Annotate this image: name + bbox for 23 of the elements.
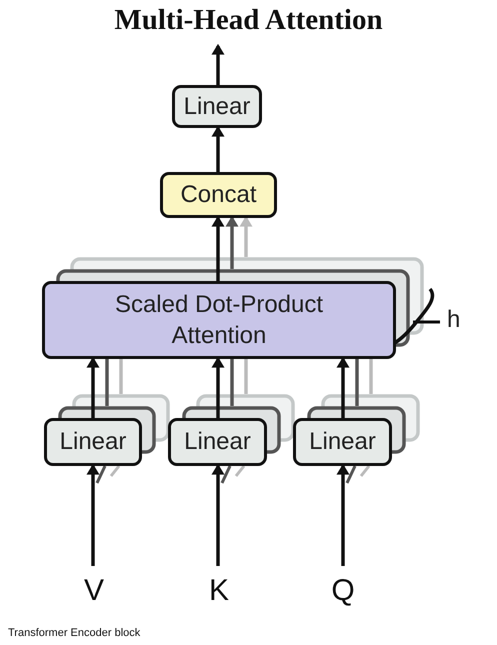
linear-layer-box: Linear bbox=[172, 85, 262, 128]
arrow bbox=[212, 464, 224, 566]
arrow bbox=[226, 216, 238, 269]
linear-layer-box: Linear bbox=[293, 418, 392, 466]
attention-box: Scaled Dot-Product Attention bbox=[42, 281, 396, 359]
linear-layer-box: Linear bbox=[168, 418, 267, 466]
arrow bbox=[212, 216, 224, 281]
arrow bbox=[212, 44, 224, 85]
input-label: V bbox=[78, 570, 110, 610]
arrow bbox=[86, 464, 100, 566]
input-label: Q bbox=[327, 570, 359, 610]
arrow bbox=[336, 356, 350, 418]
arrow bbox=[212, 356, 224, 418]
arrow bbox=[212, 126, 224, 172]
linear-layer-box: Linear bbox=[44, 418, 142, 466]
arrow bbox=[86, 356, 100, 418]
arrow bbox=[240, 216, 252, 257]
repeat-count-label: h bbox=[447, 306, 460, 334]
arrow bbox=[336, 464, 350, 566]
input-label: K bbox=[203, 570, 235, 610]
concat-box: Concat bbox=[160, 172, 277, 218]
caption: Transformer Encoder block bbox=[8, 627, 140, 639]
diagram-title: Multi-Head Attention bbox=[113, 4, 384, 37]
